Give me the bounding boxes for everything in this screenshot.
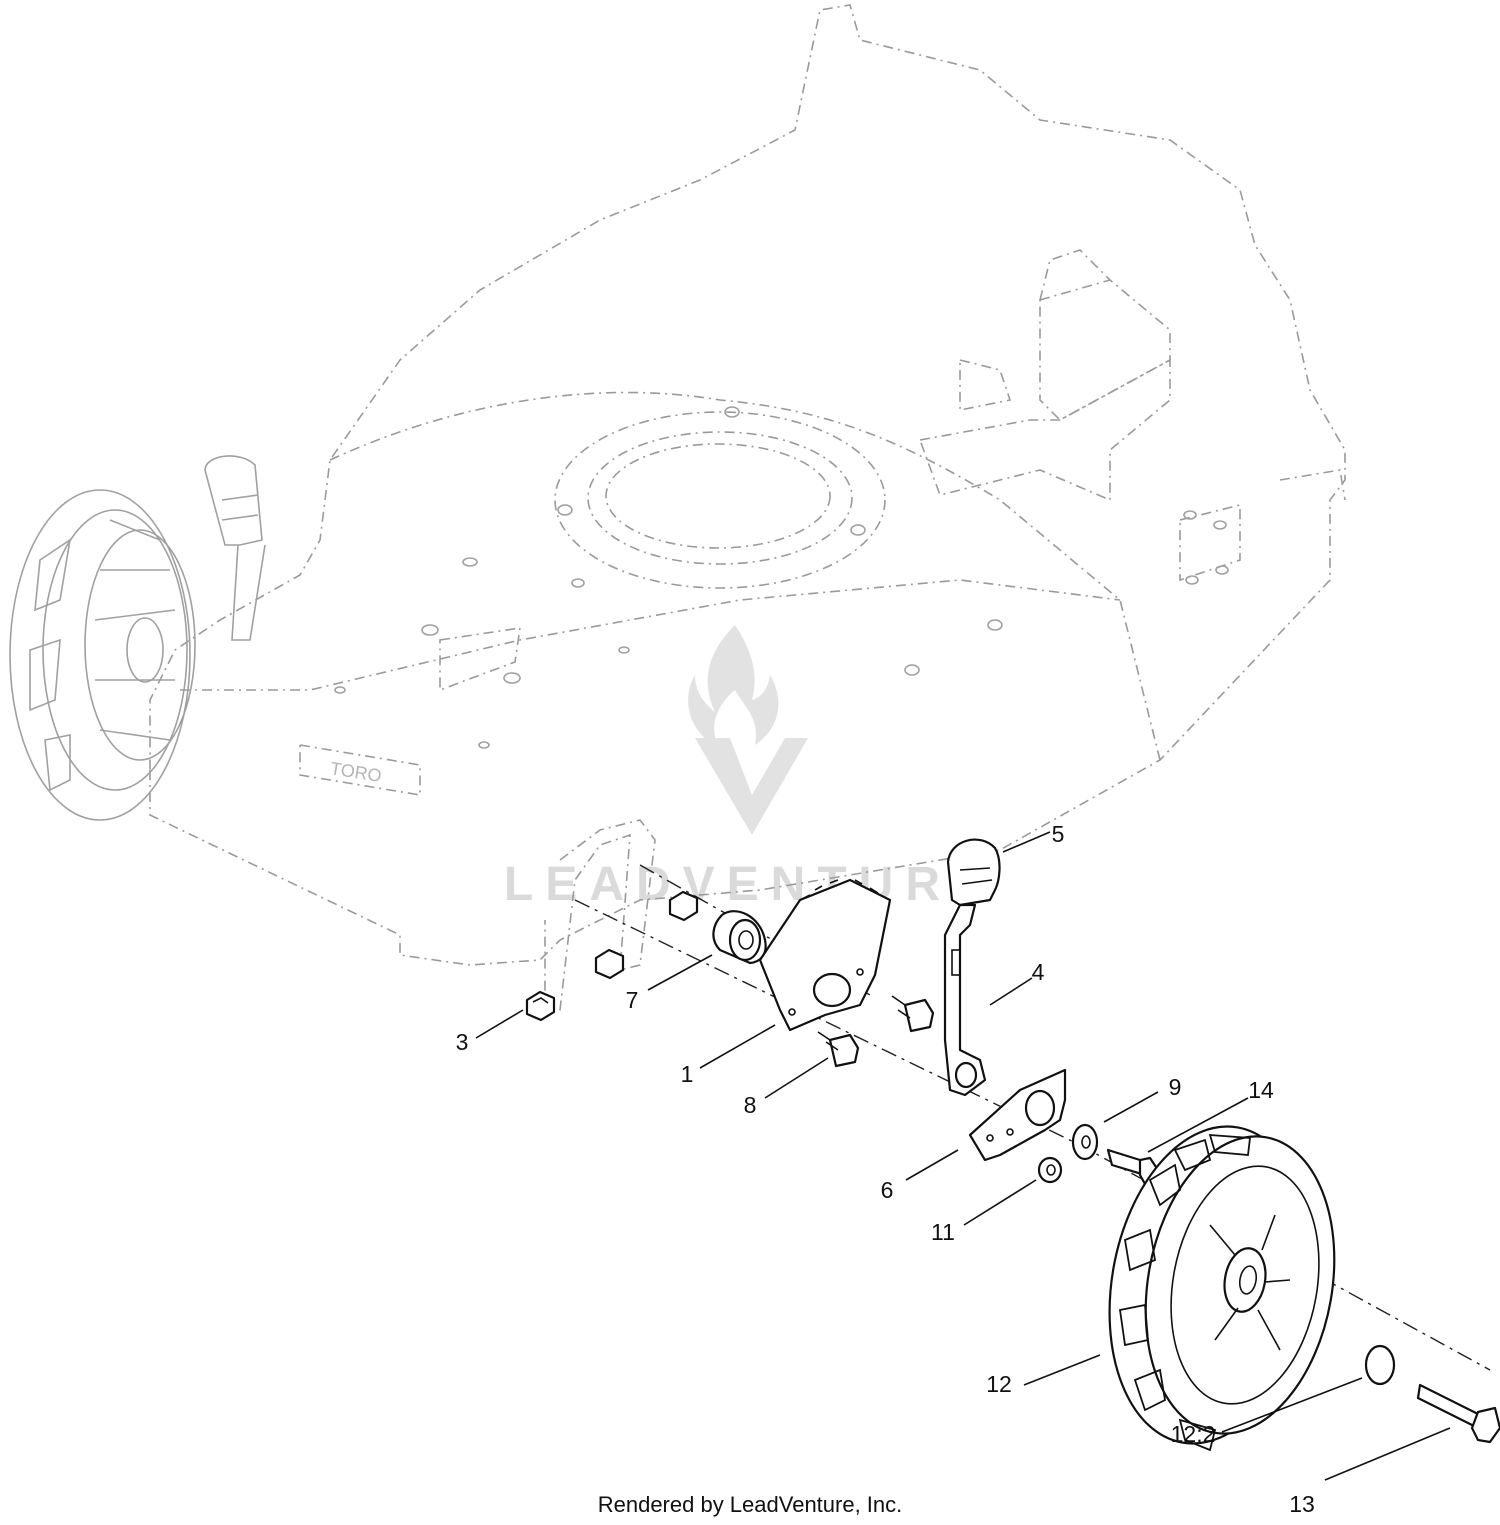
mower-deck-phantom: TORO [149, 4, 1346, 1011]
part-nut-upper [668, 890, 699, 922]
housing-ring-inner [587, 431, 853, 565]
part-12-wheel [1108, 1125, 1336, 1452]
deck-outline [149, 4, 1346, 966]
callout-12-2: 12:2 [1171, 1421, 1216, 1447]
rear-chute [918, 358, 1171, 502]
part-7-spacer [712, 910, 767, 965]
part-5-lever-handle [946, 838, 1001, 907]
deck-slot [439, 627, 521, 692]
callouts: 3 7 1 8 4 5 6 11 9 14 12 12:2 13 [456, 821, 1315, 1517]
callout-14: 14 [1248, 1077, 1274, 1103]
part-12-2-washer [1364, 1344, 1396, 1386]
part-6-wheel-bracket [968, 1068, 1067, 1162]
part-3-nut [525, 990, 556, 1022]
deck-side-bracket [544, 819, 656, 1011]
part-4-lever-arm [943, 903, 987, 1097]
deck-logo-plate [299, 744, 421, 796]
part-8-bolt [817, 1031, 860, 1068]
flame-icon [688, 625, 779, 748]
far-wheel-phantom [9, 455, 266, 821]
callout-4: 4 [1032, 959, 1045, 985]
housing-ring-outer [554, 411, 886, 589]
callout-9: 9 [1169, 1074, 1182, 1100]
part-bolt-upper [891, 995, 935, 1033]
callout-3: 3 [456, 1029, 469, 1055]
callout-11: 11 [931, 1219, 955, 1245]
part-nut-lower [594, 948, 625, 980]
leader-lines [475, 831, 1451, 1481]
footer-credit: Rendered by LeadVenture, Inc. [598, 1492, 903, 1517]
chevron-v-icon [695, 738, 808, 835]
deck-bolt-holes [334, 406, 1229, 749]
far-height-lever [204, 455, 263, 546]
deck-front-edge [180, 579, 1121, 691]
part-13-shoulder-bolt [1416, 1383, 1500, 1444]
part-9-washer [1071, 1123, 1099, 1161]
deck-top-ridge [329, 391, 1161, 761]
callout-12: 12 [986, 1371, 1012, 1397]
callout-5: 5 [1052, 821, 1065, 847]
part-1-adjuster-plate [758, 878, 892, 1032]
callout-13: 13 [1289, 1491, 1315, 1517]
part-11-washer [1037, 1156, 1063, 1184]
callout-6: 6 [881, 1177, 894, 1203]
leadventure-watermark: LEADVENTURE [504, 625, 996, 911]
callout-8: 8 [744, 1092, 757, 1118]
callout-7: 7 [626, 987, 639, 1013]
callout-1: 1 [681, 1061, 694, 1087]
watermark-text: LEADVENTURE [504, 858, 996, 911]
